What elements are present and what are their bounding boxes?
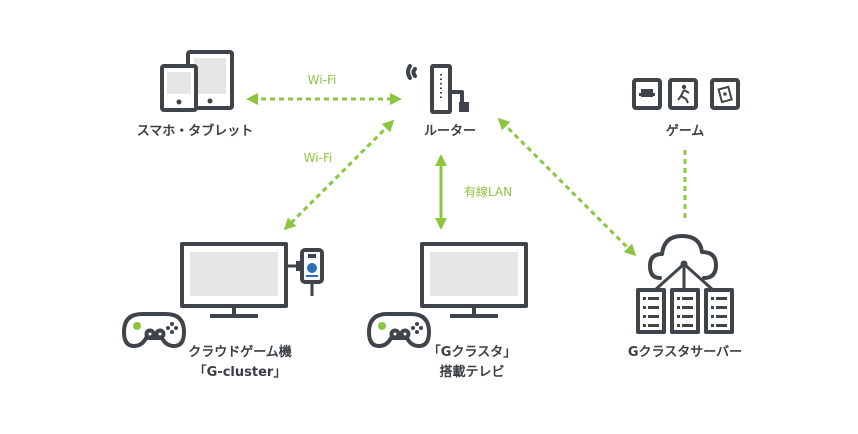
wifi-diag-label: Wi-Fi: [303, 151, 333, 165]
cloud-icon: [648, 234, 718, 292]
monitor-icon: [180, 242, 288, 318]
monitor-icon: [420, 242, 528, 318]
smartphone-label: スマホ・タブレット: [136, 124, 254, 139]
game-label: ゲーム: [665, 124, 705, 139]
gamepad-icon: [122, 312, 186, 348]
cloud-device-label-line2: 「G-cluster」: [193, 365, 287, 380]
smartphone-tablet-icon: [160, 50, 234, 112]
tv-label-line2: 搭載テレビ: [439, 365, 505, 380]
wired-lan-label: 有線LAN: [463, 185, 513, 199]
wifi-diag-connector: [283, 119, 395, 231]
wifi-top-label: Wi-Fi: [307, 73, 337, 87]
gcluster-stick-icon: [286, 248, 324, 296]
server-rack-icon: [636, 288, 734, 334]
router-label: ルーター: [423, 124, 476, 139]
router-icon: [406, 64, 469, 114]
game-card-icon: [632, 78, 740, 110]
cloud-device-label-line1: クラウドゲーム機: [188, 345, 292, 360]
gamepad-icon: [367, 312, 431, 348]
server-router-connector: [497, 117, 637, 257]
tv-label-line1: 「Gクラスタ」: [427, 345, 517, 360]
server-label: Gクラスタサーバー: [627, 345, 743, 360]
